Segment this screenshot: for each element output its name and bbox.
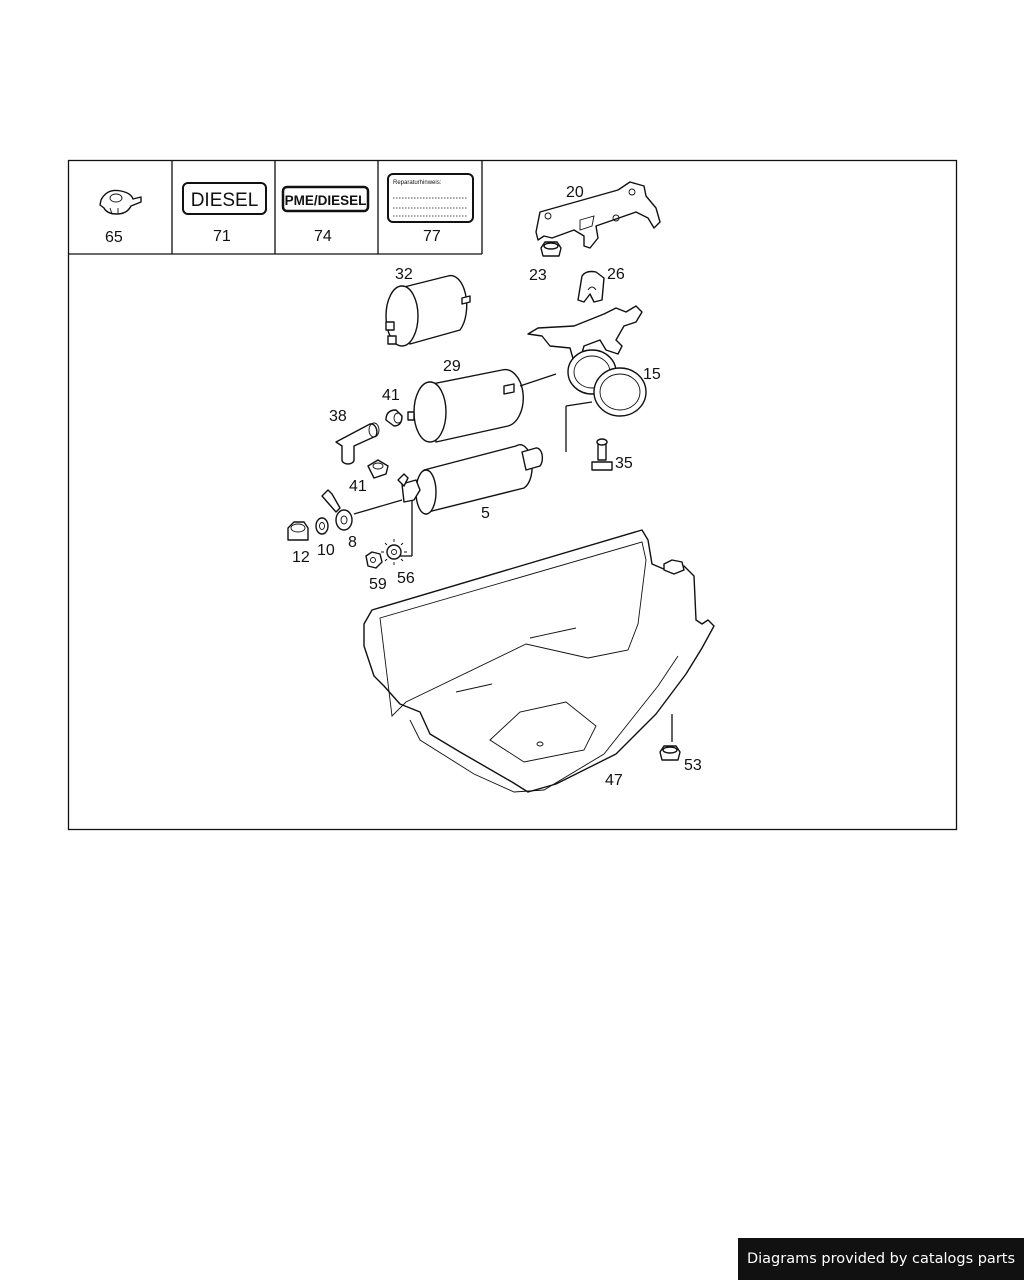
callout-41-bottom: 41 bbox=[349, 478, 367, 495]
repair-note-sticker: Reparaturhinweis: bbox=[387, 173, 474, 223]
tray-47 bbox=[363, 529, 715, 793]
nut-53 bbox=[659, 745, 681, 761]
callout-26: 26 bbox=[607, 266, 625, 283]
callout-59: 59 bbox=[369, 576, 387, 593]
nut-59 bbox=[365, 551, 383, 569]
callout-20: 20 bbox=[566, 184, 584, 201]
callout-labels: 65 71 74 77 20 23 26 32 29 15 41 38 41 3… bbox=[105, 184, 702, 789]
callout-15: 15 bbox=[643, 366, 661, 383]
diesel-sticker-text: DIESEL bbox=[191, 190, 259, 211]
callout-74: 74 bbox=[314, 228, 332, 245]
hose-clip-41a bbox=[385, 409, 403, 427]
hose-38 bbox=[335, 422, 380, 465]
fuel-filter-32 bbox=[385, 274, 471, 347]
pme-diesel-sticker-text: PME/DIESEL bbox=[285, 193, 367, 208]
diagram-frame bbox=[67, 159, 958, 831]
callout-5: 5 bbox=[481, 505, 490, 522]
callout-38: 38 bbox=[329, 408, 347, 425]
callout-41-top: 41 bbox=[382, 387, 400, 404]
filter-29 bbox=[407, 368, 557, 443]
callout-71: 71 bbox=[213, 228, 231, 245]
washer-10 bbox=[315, 517, 329, 535]
bolt-35 bbox=[591, 438, 613, 471]
clip-65-icon bbox=[99, 189, 142, 215]
callout-77: 77 bbox=[423, 228, 441, 245]
hose-clip-41b bbox=[367, 459, 389, 479]
callout-10: 10 bbox=[317, 542, 335, 559]
callout-53: 53 bbox=[684, 757, 702, 774]
callout-65: 65 bbox=[105, 229, 123, 246]
callout-12: 12 bbox=[292, 549, 310, 566]
clip-26 bbox=[577, 270, 605, 303]
callout-56: 56 bbox=[397, 570, 415, 587]
callout-23: 23 bbox=[529, 267, 547, 284]
bracket-15 bbox=[527, 305, 647, 417]
callout-47: 47 bbox=[605, 772, 623, 789]
callout-8: 8 bbox=[348, 534, 357, 551]
callout-35: 35 bbox=[615, 455, 633, 472]
bracket-20 bbox=[535, 181, 661, 249]
repair-note-text: Reparaturhinweis: bbox=[393, 180, 442, 186]
lock-washer-56 bbox=[381, 539, 407, 565]
callout-29: 29 bbox=[443, 358, 461, 375]
callout-32: 32 bbox=[395, 266, 413, 283]
diesel-sticker: DIESEL bbox=[182, 182, 267, 215]
attribution-text: Diagrams provided by catalogs parts bbox=[746, 1251, 1016, 1267]
attribution-banner: Diagrams provided by catalogs parts bbox=[738, 1238, 1024, 1280]
banjo-fitting-8 bbox=[321, 489, 403, 531]
nut-23 bbox=[540, 241, 562, 257]
plug-12 bbox=[287, 521, 309, 541]
fuel-pump-5 bbox=[396, 401, 593, 557]
header-cells bbox=[68, 160, 483, 255]
pme-diesel-sticker: PME/DIESEL bbox=[281, 185, 370, 213]
